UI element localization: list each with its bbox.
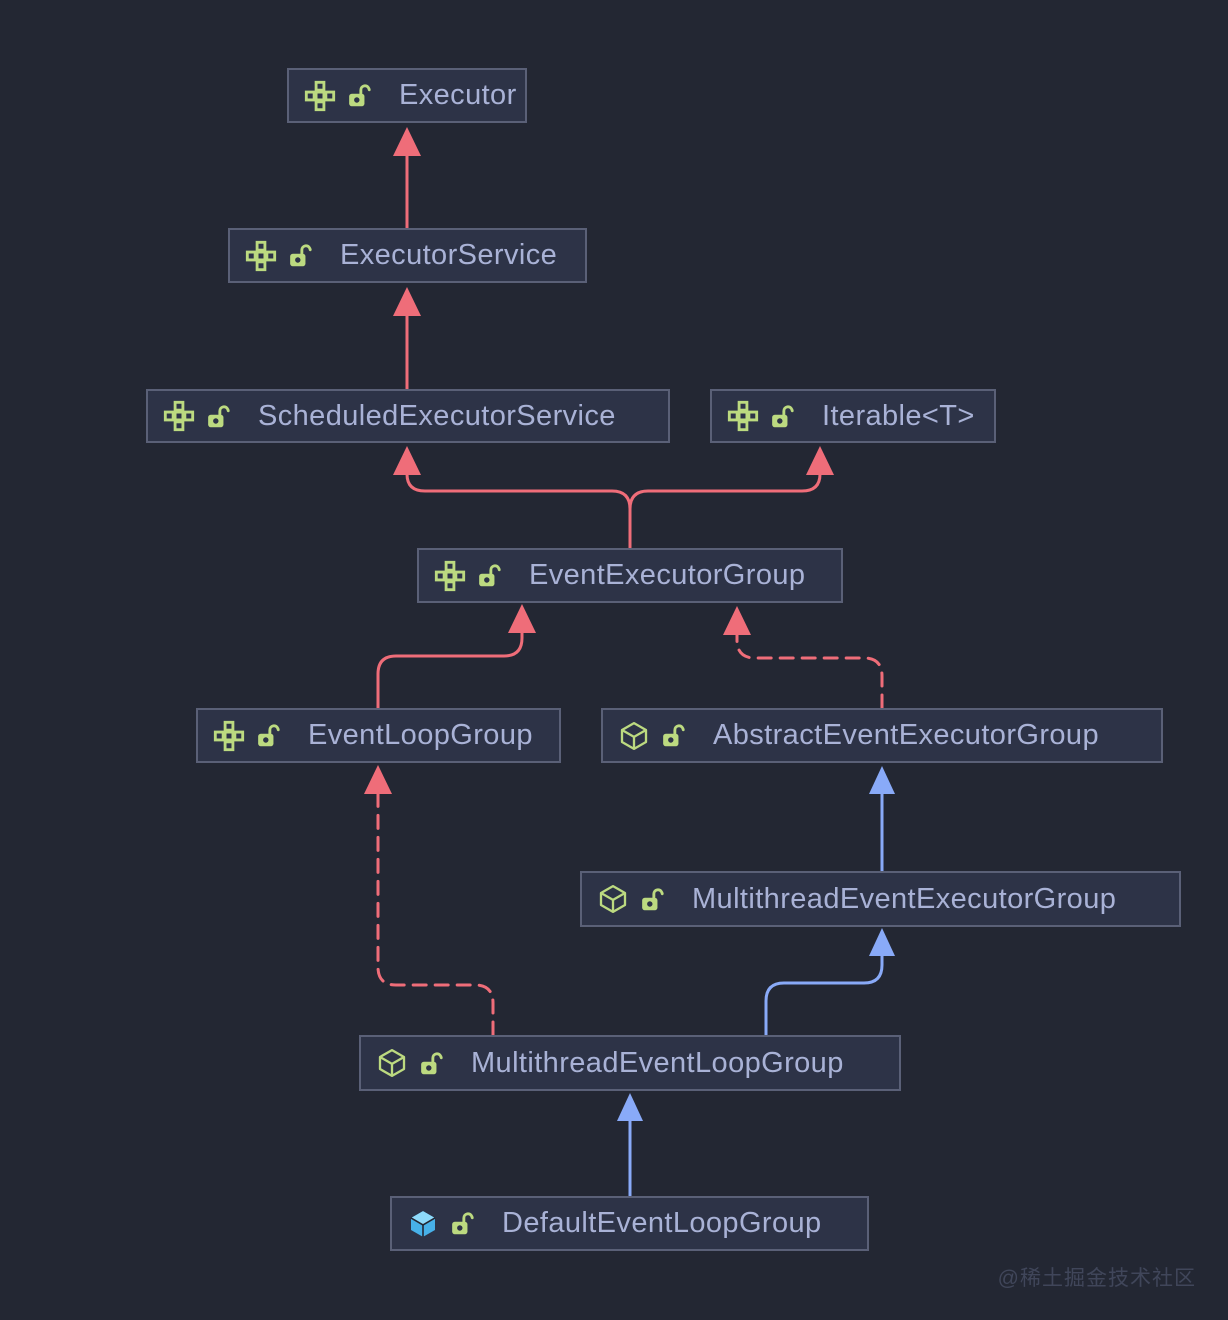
class-label: MultithreadEventExecutorGroup: [692, 882, 1117, 915]
open-lock-icon: [206, 403, 231, 430]
interface-icon: [245, 240, 277, 272]
class-node-multithread-event-executor-group[interactable]: MultithreadEventExecutorGroup: [580, 871, 1181, 927]
class-node-iterable[interactable]: Iterable<T>: [710, 389, 996, 443]
watermark: @稀土掘金技术社区: [997, 1267, 1196, 1290]
red-arrowheads: [364, 127, 834, 794]
open-lock-icon: [347, 82, 372, 109]
edge-mtelg-extends-mteeg: [764, 954, 884, 1037]
open-lock-icon: [770, 403, 795, 430]
open-lock-icon: [288, 242, 313, 269]
blue-arrowheads: [617, 766, 895, 1121]
class-label: AbstractEventExecutorGroup: [713, 719, 1099, 751]
class-label: ExecutorService: [340, 239, 558, 271]
class-node-executor-service[interactable]: ExecutorService: [228, 228, 587, 283]
abstract-class-cube-icon: [618, 720, 650, 752]
class-node-multithread-event-loop-group[interactable]: MultithreadEventLoopGroup: [359, 1035, 901, 1091]
class-node-abstract-event-executor-group[interactable]: AbstractEventExecutorGroup: [601, 708, 1163, 763]
open-lock-icon: [640, 886, 665, 913]
interface-icon: [304, 80, 336, 112]
interface-icon: [434, 560, 466, 592]
class-label: MultithreadEventLoopGroup: [471, 1046, 844, 1079]
class-node-default-event-loop-group[interactable]: DefaultEventLoopGroup: [390, 1196, 869, 1251]
class-node-executor[interactable]: Executor: [287, 68, 527, 123]
interface-icon: [727, 400, 759, 432]
abstract-class-cube-icon: [597, 883, 629, 915]
class-node-event-loop-group[interactable]: EventLoopGroup: [196, 708, 561, 763]
open-lock-icon: [256, 722, 281, 749]
class-label: EventLoopGroup: [308, 719, 533, 751]
class-label: EventExecutorGroup: [529, 559, 806, 591]
edge-eventexecutorgroup-extends-iterable: [628, 472, 822, 550]
edge-mtelg-implements-eventloopgroup: [376, 792, 495, 1037]
open-lock-icon: [661, 722, 686, 749]
class-cube-icon: [407, 1208, 439, 1240]
open-lock-icon: [477, 562, 502, 589]
edge-eventexecutorgroup-extends-scheduled: [405, 472, 632, 550]
open-lock-icon: [450, 1210, 475, 1237]
class-label: Executor: [399, 79, 517, 111]
edge-eventloopgroup-extends-eventexecutorgroup: [376, 631, 524, 710]
class-node-scheduled-executor-service[interactable]: ScheduledExecutorService: [146, 389, 670, 443]
edge-abstracteeg-implements-eventexecutorgroup: [735, 633, 884, 710]
class-label: DefaultEventLoopGroup: [502, 1207, 822, 1239]
interface-icon: [163, 400, 195, 432]
class-node-event-executor-group[interactable]: EventExecutorGroup: [417, 548, 843, 603]
class-label: ScheduledExecutorService: [258, 399, 616, 432]
class-label: Iterable<T>: [822, 399, 975, 432]
interface-icon: [213, 720, 245, 752]
open-lock-icon: [419, 1050, 444, 1077]
abstract-class-cube-icon: [376, 1047, 408, 1079]
